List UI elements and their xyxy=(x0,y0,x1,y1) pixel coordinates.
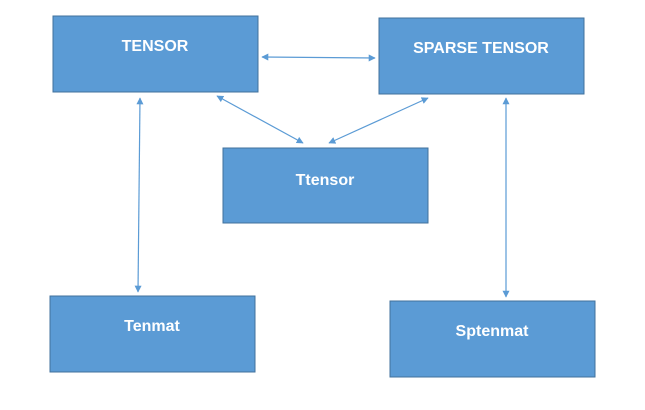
node-tensor-box xyxy=(52,15,259,93)
node-tenmat-label: Tenmat xyxy=(124,318,180,335)
node-sparse-tensor-box xyxy=(378,17,585,95)
node-sptenmat-label: Sptenmat xyxy=(456,323,530,340)
node-tensor: TENSOR xyxy=(52,15,259,93)
node-tensor-label: TENSOR xyxy=(122,38,189,55)
node-ttensor: Ttensor xyxy=(222,147,429,224)
node-ttensor-box xyxy=(222,147,429,224)
edge-tensor-ttensor xyxy=(216,95,304,144)
node-tenmat: Tenmat xyxy=(49,295,256,373)
node-tenmat-box xyxy=(49,295,256,373)
node-sparse-tensor: SPARSE TENSOR xyxy=(378,17,585,95)
edge-sparse-tensor-ttensor xyxy=(328,97,429,144)
node-ttensor-label: Ttensor xyxy=(296,172,355,189)
node-sptenmat-box xyxy=(389,300,596,378)
edge-tensor-sparse-tensor xyxy=(261,53,376,62)
node-sparse-tensor-label: SPARSE TENSOR xyxy=(413,40,549,57)
edge-tensor-tenmat xyxy=(134,97,144,293)
node-sptenmat: Sptenmat xyxy=(389,300,596,378)
